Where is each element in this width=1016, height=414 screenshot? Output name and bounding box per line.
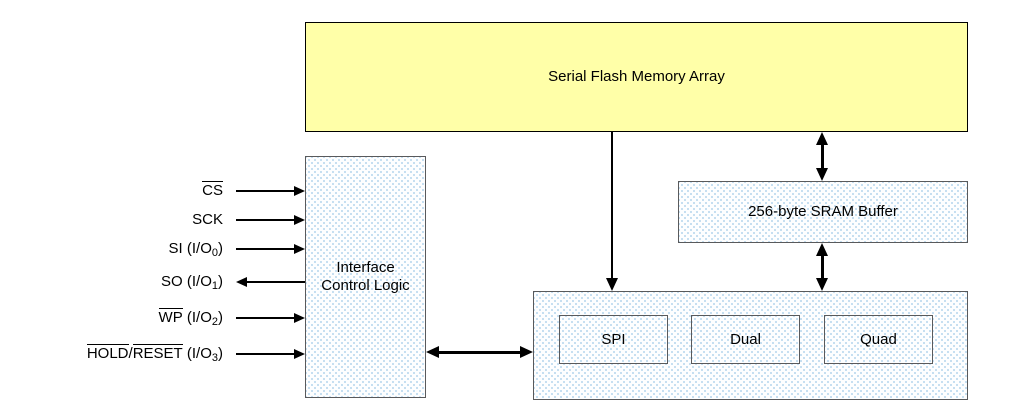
signal-row-wp: WP (I/O2) [0, 308, 305, 328]
signal-row-cs: CS [0, 181, 305, 201]
arrowhead-up-icon [816, 243, 828, 256]
quad-mode-label: Quad [860, 330, 897, 348]
arrow-line [436, 350, 523, 354]
spi-mode-label: SPI [601, 330, 626, 348]
signal-label-sck: SCK [192, 211, 223, 228]
memory-to-io-arrow [606, 132, 618, 291]
spi-mode-block: SPI [559, 315, 668, 364]
io-modes-block: SPI Dual Quad [533, 291, 968, 400]
signal-label-so: SO (I/O1) [161, 273, 223, 292]
signal-label-hold-reset: HOLD/RESET (I/O3) [86, 344, 223, 364]
signal-arrow-cs [236, 186, 305, 196]
icl-io-double-arrow [426, 345, 533, 359]
arrowhead-left-icon [426, 346, 439, 358]
serial-flash-memory-array-block: Serial Flash Memory Array [305, 22, 968, 132]
arrow-line [820, 142, 824, 171]
signal-row-sck: SCK [0, 210, 305, 230]
signal-row-si: SI (I/O0) [0, 239, 305, 259]
arrow-line [820, 253, 824, 281]
memory-sram-double-arrow [815, 132, 829, 181]
signal-arrow-so [236, 277, 305, 287]
signal-row-hold-reset: HOLD/RESET (I/O3) [0, 344, 305, 364]
quad-mode-block: Quad [824, 315, 933, 364]
sram-buffer-block: 256-byte SRAM Buffer [678, 181, 968, 243]
signal-label-cs: CS [202, 181, 223, 199]
signal-row-so: SO (I/O1) [0, 272, 305, 292]
arrow-line [611, 132, 613, 279]
interface-control-logic-block: Interface Control Logic [305, 156, 426, 398]
signal-arrow-hold-reset [236, 349, 305, 359]
interface-control-logic-label: Interface Control Logic [321, 259, 410, 294]
sram-buffer-label: 256-byte SRAM Buffer [748, 203, 898, 220]
dual-mode-label: Dual [730, 330, 761, 348]
sram-io-double-arrow [815, 243, 829, 291]
arrowhead-down-icon [816, 168, 828, 181]
arrowhead-down-icon [606, 278, 618, 291]
dual-mode-block: Dual [691, 315, 800, 364]
arrowhead-right-icon [520, 346, 533, 358]
arrowhead-up-icon [816, 132, 828, 145]
signal-arrow-wp [236, 313, 305, 323]
signal-arrow-sck [236, 215, 305, 225]
signal-label-wp: WP (I/O2) [158, 308, 223, 328]
memory-array-label: Serial Flash Memory Array [548, 68, 725, 85]
signal-arrow-si [236, 244, 305, 254]
arrowhead-down-icon [816, 278, 828, 291]
signal-label-si: SI (I/O0) [168, 240, 223, 259]
